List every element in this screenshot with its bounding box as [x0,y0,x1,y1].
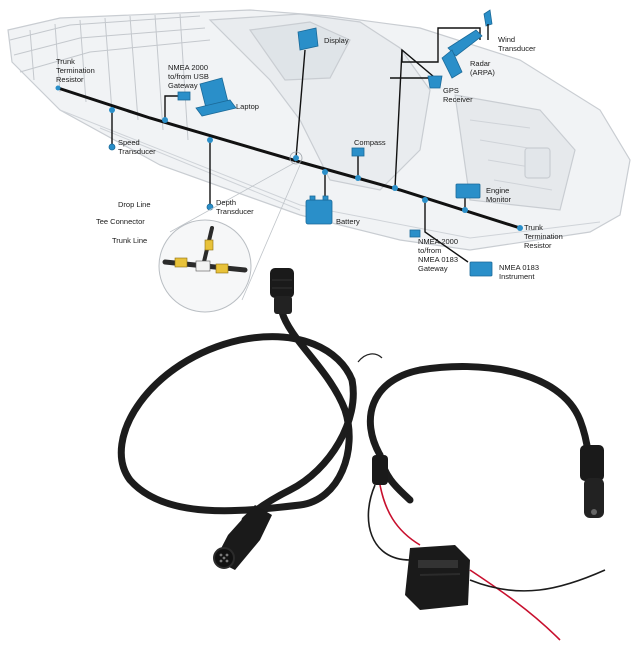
tee-node [355,175,361,181]
engine-monitor-icon [456,184,480,198]
label-trunk-line: Trunk Line [112,236,147,245]
label-compass: Compass [354,138,386,147]
left-cable-loop [121,312,352,511]
tee-node [322,169,328,175]
label-display: Display [324,36,349,45]
terminator-node [56,86,61,91]
black-wire [368,485,605,591]
tee-node [109,107,115,113]
label-engine: Engine Monitor [486,186,512,204]
label-laptop: Laptop [236,102,259,111]
terminator-node [517,225,523,231]
depth-transducer-icon [207,204,213,210]
tee-node [392,185,398,191]
right-cable-loop [370,367,590,500]
nmea0183-gateway-icon [410,230,420,237]
battery-icon [306,196,332,224]
label-depth: Depth Transducer [216,198,254,216]
display-icon [298,28,318,50]
usb-gateway-icon [178,92,190,100]
wind-transducer-icon [484,10,492,40]
fuse-holder [405,545,470,610]
tee-node [162,117,168,123]
label-nmea-0183-instrument: NMEA 0183 Instrument [499,263,541,281]
red-wire [380,485,560,640]
power-cable-photo [121,268,605,640]
label-radar: Radar (ARPA) [470,59,495,77]
compass-icon [352,148,364,156]
label-tee: Tee Connector [96,217,145,226]
top-connector [270,268,294,314]
tee-node [293,155,299,161]
label-nmea-0183-gateway: NMEA 2000 to/from NMEA 0183 Gateway [418,237,460,273]
nmea0183-instrument-icon [470,262,492,276]
label-wind: Wind Transducer [498,35,536,53]
cable-junction [372,455,388,485]
gps-icon [428,76,442,88]
tee-node [422,197,428,203]
tee-node [207,137,213,143]
bottom-left-connector [214,505,272,570]
speed-transducer-icon [109,144,115,150]
right-connector [580,445,604,518]
label-battery: Battery [336,217,360,226]
label-drop-line: Drop Line [118,200,151,209]
tee-node [462,207,468,213]
